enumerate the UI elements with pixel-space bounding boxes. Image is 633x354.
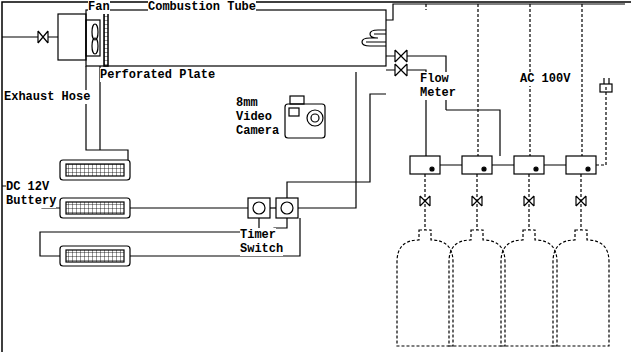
- fan-label: Fan: [88, 0, 128, 14]
- battery-label: DC 12V Buttery: [6, 180, 56, 208]
- meter-label: Flow Meter: [420, 72, 456, 100]
- power-label: AC 100V: [520, 72, 590, 86]
- camera-label: 8mm Video Camera: [236, 96, 282, 138]
- tube-label: Combustion Tube: [148, 0, 288, 14]
- battery-label: DC 12V Buttery: [6, 180, 54, 208]
- camera-label: 8mm Video Camera: [236, 96, 279, 138]
- valve: [395, 64, 407, 76]
- valve: [38, 31, 48, 43]
- plate-label: Perforated Plate: [100, 68, 215, 82]
- power-label: AC 100V: [520, 72, 570, 86]
- switch-label: Timer Switch: [240, 228, 300, 256]
- valve: [395, 50, 407, 62]
- hose-label: Exhaust Hose: [4, 90, 90, 104]
- hose-label: Exhaust Hose: [4, 90, 114, 104]
- tube-label: Combustion Tube: [148, 0, 256, 14]
- switch-label: Timer Switch: [240, 228, 283, 256]
- meter-label: Flow Meter: [420, 72, 468, 100]
- fan-label: Fan: [88, 0, 110, 14]
- plate-label: Perforated Plate: [100, 68, 250, 82]
- video-camera: [285, 96, 325, 138]
